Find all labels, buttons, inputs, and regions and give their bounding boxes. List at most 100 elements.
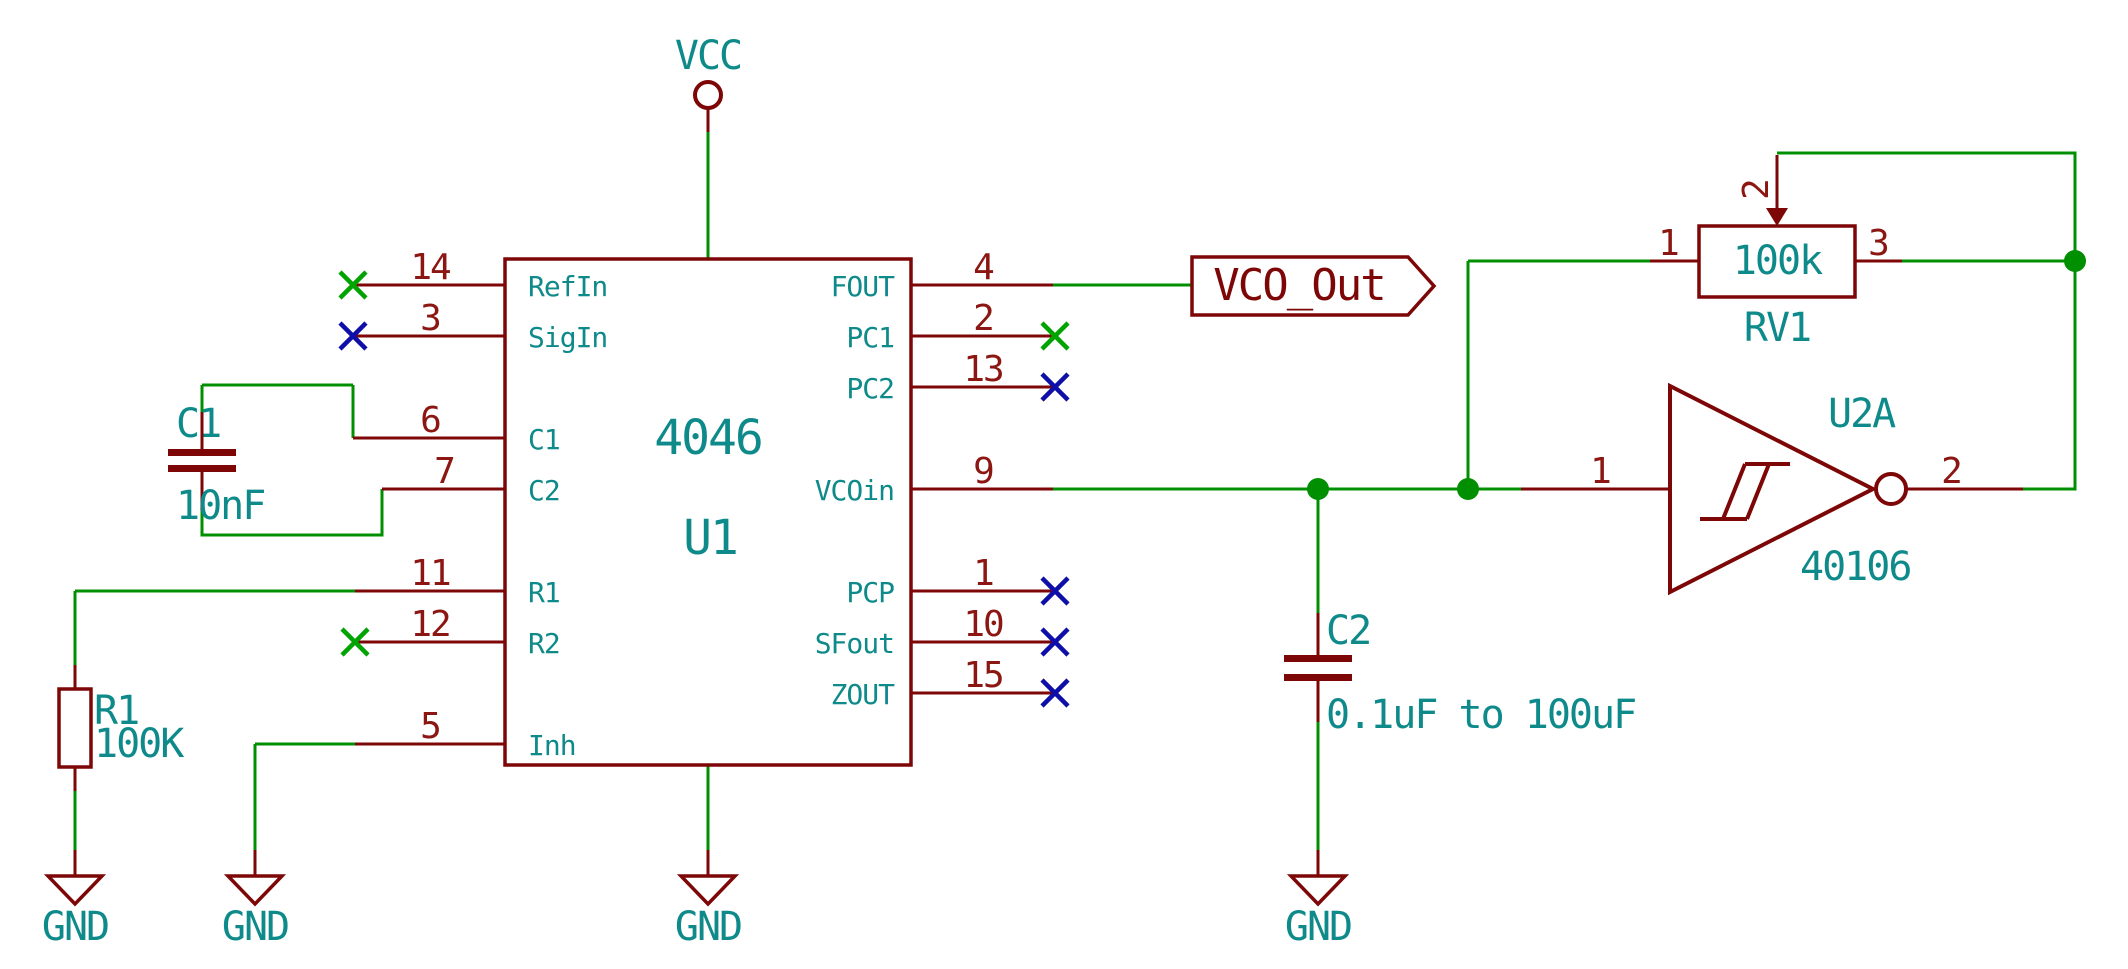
vco-out-label-outline[interactable]	[1190, 255, 1437, 317]
junction-dot[interactable]	[2064, 250, 2086, 272]
gnd-label[interactable]: GND	[674, 904, 743, 950]
junction-dot[interactable]	[1457, 478, 1479, 500]
gnd-triangle[interactable]	[1286, 874, 1350, 907]
r1-value[interactable]: 100K	[94, 721, 184, 767]
c1-symbol[interactable]	[168, 449, 236, 472]
gnd-label[interactable]: GND	[1284, 904, 1353, 950]
gnd-triangle[interactable]	[223, 874, 287, 907]
u1-value[interactable]: 4046	[654, 410, 764, 466]
rv1-pin-number: 3	[1868, 223, 1890, 264]
wire-c1-bottom[interactable]	[200, 489, 384, 537]
u1-pin-name: R1	[528, 576, 561, 609]
c1-plate-top	[168, 449, 236, 456]
u2a-pin-number: 2	[1941, 451, 1963, 492]
vcc-symbol[interactable]	[693, 80, 723, 110]
wire-c1-top[interactable]	[200, 383, 355, 438]
u1-reference[interactable]: U1	[683, 510, 739, 566]
nc-x-icon[interactable]	[1040, 321, 1070, 351]
no-connect-blue-marks[interactable]	[338, 321, 1070, 708]
u2a-reference[interactable]: U2A	[1828, 391, 1896, 437]
u1-pin-name: PC1	[846, 321, 895, 354]
c2-value[interactable]: 0.1uF to 100uF	[1326, 692, 1637, 738]
u1-pin-number: 3	[420, 298, 442, 339]
wires[interactable]	[73, 132, 2077, 850]
rv1-pins	[1650, 155, 1902, 263]
r1-symbol[interactable]	[57, 687, 93, 769]
r1-body-outline[interactable]	[57, 687, 93, 769]
schmitt-hysteresis-icon	[1700, 462, 1790, 521]
rv1-reference[interactable]: RV1	[1743, 305, 1812, 351]
wire-r1-top[interactable]	[73, 589, 355, 665]
gnd-label[interactable]: GND	[221, 904, 290, 950]
u1-right-pin-stubs	[910, 283, 1053, 695]
junctions[interactable]	[1307, 250, 2086, 500]
u1-symbol[interactable]	[503, 257, 913, 767]
c2-symbol[interactable]	[1284, 655, 1352, 681]
u1-pin-name: ZOUT	[830, 678, 895, 711]
u1-pin-number: 9	[973, 451, 995, 492]
u1-pin-name: PCP	[846, 576, 895, 609]
nc-x-icon[interactable]	[338, 270, 368, 300]
rv1-pin-number: 1	[1658, 223, 1680, 264]
u1-pin-name: Inh	[528, 729, 577, 762]
wire-rv1-pin1[interactable]	[1466, 259, 1650, 489]
gnd-label[interactable]: GND	[41, 904, 110, 950]
r1-reference[interactable]: R1	[94, 688, 140, 734]
u1-pin-number: 10	[963, 604, 1004, 645]
u1-pin-name: SFout	[814, 627, 895, 660]
u1-pin-number: 4	[973, 247, 995, 288]
nc-x-icon[interactable]	[1040, 576, 1070, 606]
u1-pin-number: 7	[434, 451, 456, 492]
u1-pin-number: 15	[963, 655, 1004, 696]
u1-pin-number: 14	[410, 247, 451, 288]
u2a-pin-number: 1	[1590, 451, 1612, 492]
c1-plate-bottom	[168, 465, 236, 472]
gnd-symbols[interactable]	[43, 874, 1350, 907]
u2a-value[interactable]: 40106	[1800, 544, 1912, 590]
nc-x-icon[interactable]	[340, 627, 370, 657]
nc-x-icon[interactable]	[338, 321, 368, 351]
pin-stubs	[73, 108, 2023, 876]
u1-left-pin-stubs	[353, 283, 506, 746]
u1-pin-number: 11	[410, 553, 451, 594]
nc-x-icon[interactable]	[1040, 372, 1070, 402]
u1-pin-number: 5	[420, 706, 442, 747]
rv1-symbol[interactable]	[1697, 208, 1857, 299]
vcc-label[interactable]: VCC	[674, 33, 743, 79]
u1-pin-name: R2	[528, 627, 561, 660]
u2a-inversion-bubble	[1874, 472, 1908, 506]
u1-pin-name: SigIn	[528, 321, 608, 354]
u2a-triangle[interactable]	[1668, 382, 1878, 596]
nc-x-icon[interactable]	[1040, 627, 1070, 657]
c1-reference[interactable]: C1	[176, 401, 222, 447]
wire-inh-gnd[interactable]	[253, 742, 355, 850]
u1-pin-number: 13	[963, 349, 1004, 390]
u1-pin-number: 1	[973, 553, 995, 594]
c2-reference[interactable]: C2	[1326, 608, 1372, 654]
gnd-pins	[73, 850, 1320, 876]
u1-pin-name: C1	[528, 423, 561, 456]
no-connect-green-marks[interactable]	[338, 270, 1070, 657]
u1-pin-name: RefIn	[528, 270, 608, 303]
c1-value[interactable]: 10nF	[176, 483, 266, 529]
nc-x-icon[interactable]	[1040, 678, 1070, 708]
u1-pin-name: VCOin	[814, 474, 895, 507]
gnd-triangle[interactable]	[43, 874, 107, 907]
wire-feedback[interactable]	[1777, 151, 2077, 491]
u1-pin-name: PC2	[846, 372, 895, 405]
u1-body-outline[interactable]	[503, 257, 913, 767]
gnd-triangle[interactable]	[676, 874, 740, 907]
u1-pin-name: C2	[528, 474, 561, 507]
junction-dot[interactable]	[1307, 478, 1329, 500]
u1-pin-number: 2	[973, 298, 995, 339]
vcc-circle	[693, 80, 723, 110]
rv1-value[interactable]: 100k	[1732, 238, 1823, 284]
rv1-pin-number: 2	[1736, 180, 1777, 200]
u2a-symbol[interactable]	[1668, 382, 1908, 596]
u1-pin-name: FOUT	[830, 270, 895, 303]
u1-pin-number: 12	[410, 604, 451, 645]
c2-plate-top	[1284, 655, 1352, 662]
vco-out-label-text[interactable]: VCO_Out	[1213, 260, 1386, 311]
